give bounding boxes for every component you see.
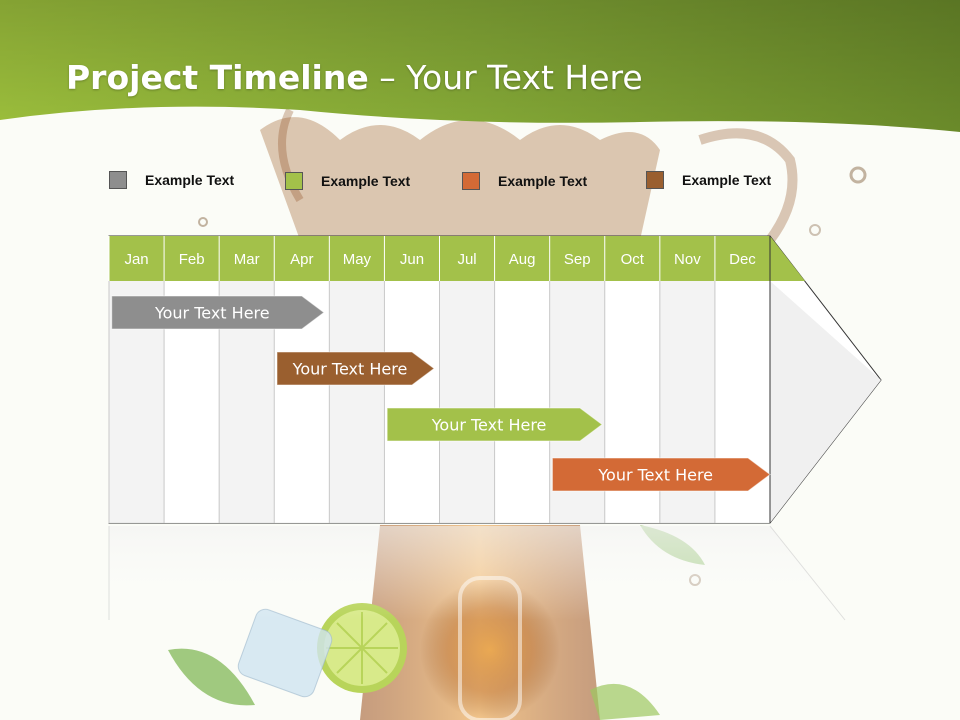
header-band (0, 0, 960, 132)
legend-swatch (285, 172, 303, 190)
task-bar-label-2: Your Text Here (292, 360, 408, 379)
task-bar-label-1: Your Text Here (154, 304, 270, 323)
month-label-jan: Jan (124, 251, 148, 268)
task-bar-1 (111, 295, 325, 330)
month-label-mar: Mar (234, 251, 260, 268)
month-label-jul: Jul (457, 251, 476, 268)
legend-item-1: Example Text (109, 171, 234, 189)
task-bar-label-4: Your Text Here (597, 466, 713, 485)
task-bar-4 (551, 457, 771, 492)
ice-cube (237, 608, 333, 698)
month-header-bar: Jan Feb Mar Apr May Jun Jul Aug Sep Oct Nov Dec (108, 236, 805, 523)
leaf (168, 648, 255, 706)
legend-item-3: Example Text (462, 172, 587, 190)
month-bar-bg (109, 236, 805, 281)
month-label-jun: Jun (400, 251, 424, 268)
month-label-apr: Apr (290, 251, 313, 268)
timeline-reflection (109, 526, 845, 620)
month-column (439, 281, 495, 523)
month-column (329, 281, 385, 523)
month-label-may: May (343, 251, 372, 268)
legend-label: Example Text (498, 173, 588, 189)
legend-label: Example Text (321, 173, 411, 189)
legend-label: Example Text (145, 172, 235, 188)
task-bar-3 (386, 407, 603, 442)
legend-swatch (646, 171, 664, 189)
arrow-tip-fill (770, 281, 881, 523)
task-bar-label-3: Your Text Here (431, 416, 547, 435)
legend-swatch (109, 171, 127, 189)
splash-shape (260, 117, 660, 240)
legend-swatch (462, 172, 480, 190)
legend-item-4: Example Text (646, 171, 771, 189)
legend-item-2: Example Text (285, 172, 410, 190)
month-label-nov: Nov (674, 251, 701, 268)
page-title: Project Timeline – Your Text Here (66, 58, 643, 97)
month-label-aug: Aug (509, 251, 536, 268)
month-label-dec: Dec (729, 251, 756, 268)
month-label-oct: Oct (621, 251, 645, 268)
month-label-feb: Feb (179, 251, 205, 268)
legend-label: Example Text (682, 172, 772, 188)
title-sub: – Your Text Here (368, 58, 643, 97)
title-main: Project Timeline (66, 58, 369, 97)
month-label-sep: Sep (564, 251, 591, 268)
task-bar-2 (276, 351, 435, 386)
month-column (494, 281, 550, 523)
month-column (384, 281, 440, 523)
